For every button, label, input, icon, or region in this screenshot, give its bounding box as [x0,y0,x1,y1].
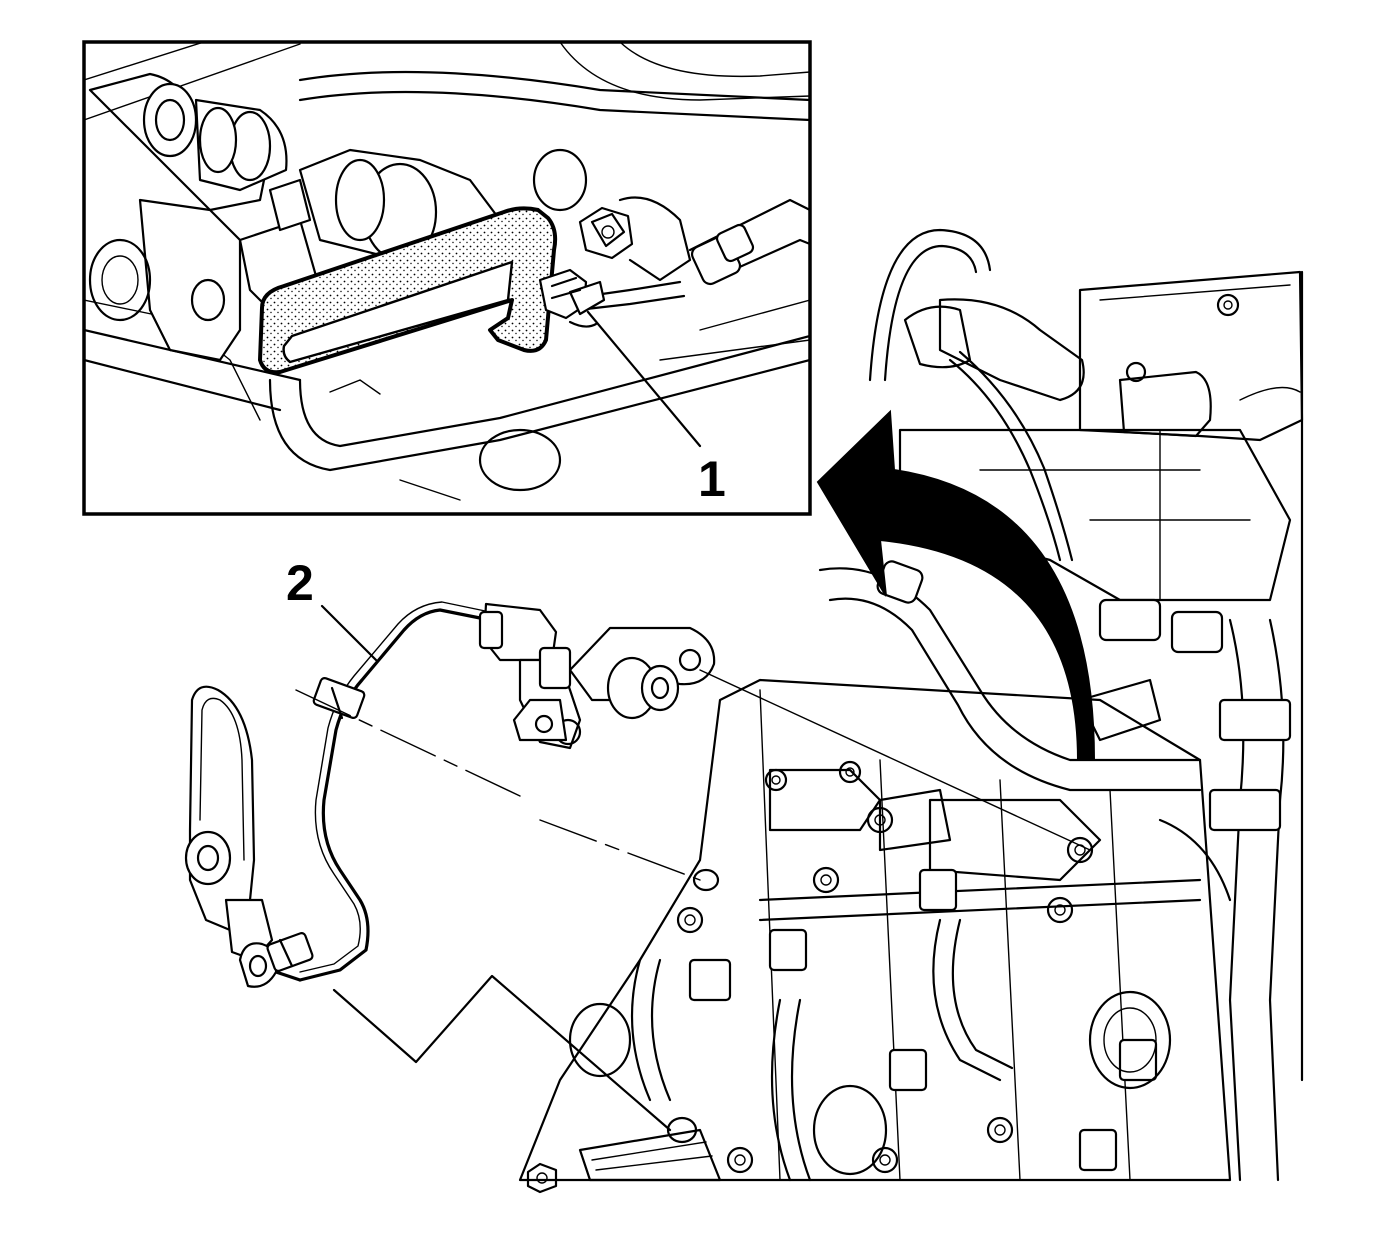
direction-arrow [816,409,1096,761]
alignment-line-lower [539,819,701,881]
callout-2-label: 2 [286,555,314,611]
detail-inset [82,40,812,516]
callout-1-leader [586,310,702,448]
harness-retainer-clip [538,268,606,328]
sensor-harness [184,601,1091,1132]
alignment-line-clip [295,689,521,797]
highlighted-bracket [258,206,558,375]
mount-leader [332,974,672,1132]
harness-clip [312,677,366,720]
inset-frame [82,40,812,516]
sensor-bolt [578,206,634,260]
callout-1-label: 1 [698,451,726,507]
crank-position-sensor [478,602,716,750]
alignment-line-upper [699,669,1091,851]
harness-connector [184,685,314,988]
callout-2-leader [320,604,378,662]
